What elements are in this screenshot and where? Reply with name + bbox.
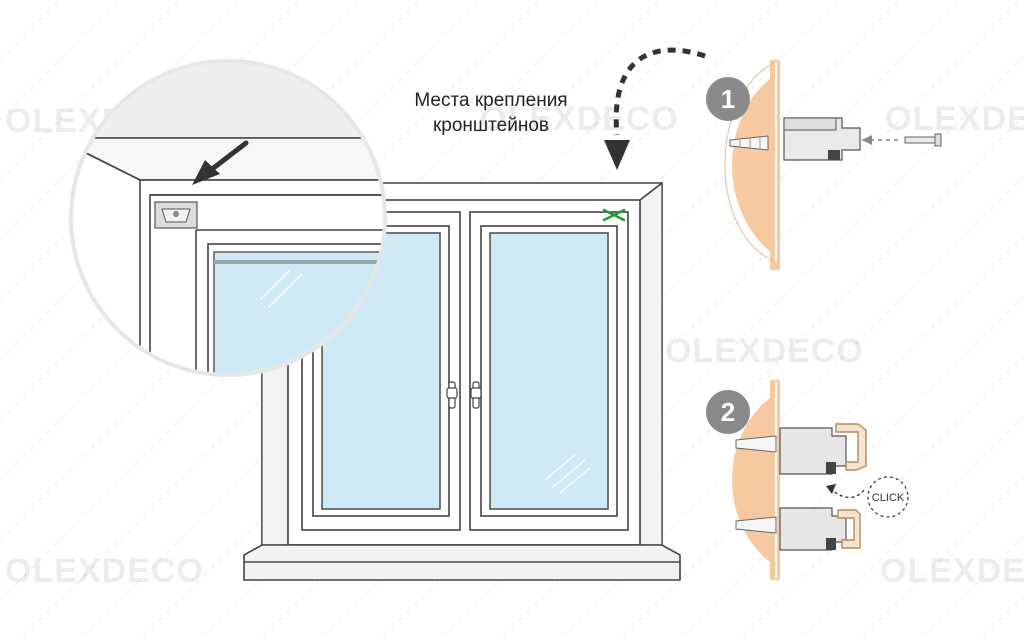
click-label: CLICK xyxy=(872,492,905,504)
bracket-icon xyxy=(735,423,867,475)
window-reveal-right xyxy=(639,181,663,546)
caption-line-1: Места крепления xyxy=(414,90,568,111)
step-1-badge: 1 xyxy=(706,77,750,121)
window-handles xyxy=(446,381,482,409)
dashed-arrow-icon xyxy=(604,47,706,170)
click-indicator xyxy=(867,476,909,518)
dashed-arrow-icon xyxy=(826,484,865,499)
step-2-badge: 2 xyxy=(706,390,750,434)
bracket-icon xyxy=(735,507,861,551)
step-1-illustration: 1 xyxy=(706,60,942,270)
arrow-icon xyxy=(192,140,249,185)
caption-line-2: кронштейнов xyxy=(432,115,549,136)
watermark-text: OLEXDECO xyxy=(885,100,1024,138)
bracket-icon xyxy=(154,201,198,229)
bracket-icon xyxy=(783,117,861,161)
watermark-text: OLEXDECO xyxy=(5,552,204,590)
right-glass xyxy=(489,232,609,510)
curtain-clip xyxy=(837,509,861,549)
mount-marker-icon xyxy=(602,208,626,222)
watermark-text: OLEXDECO xyxy=(665,332,864,370)
step-1-number: 1 xyxy=(721,84,735,114)
watermark-text: OLEXDECO xyxy=(880,552,1024,590)
screw-icon xyxy=(904,133,942,147)
magnifier xyxy=(69,59,387,377)
step-2-number: 2 xyxy=(721,397,735,427)
step-2-illustration: CLICK 2 xyxy=(706,380,909,580)
dowel-icon xyxy=(729,135,769,151)
mounting-points-caption: Места крепления кронштейнов xyxy=(380,88,602,138)
wall-section xyxy=(732,71,780,259)
watermark-text: OLEXDECO xyxy=(480,100,679,138)
curtain-clip xyxy=(835,423,867,471)
